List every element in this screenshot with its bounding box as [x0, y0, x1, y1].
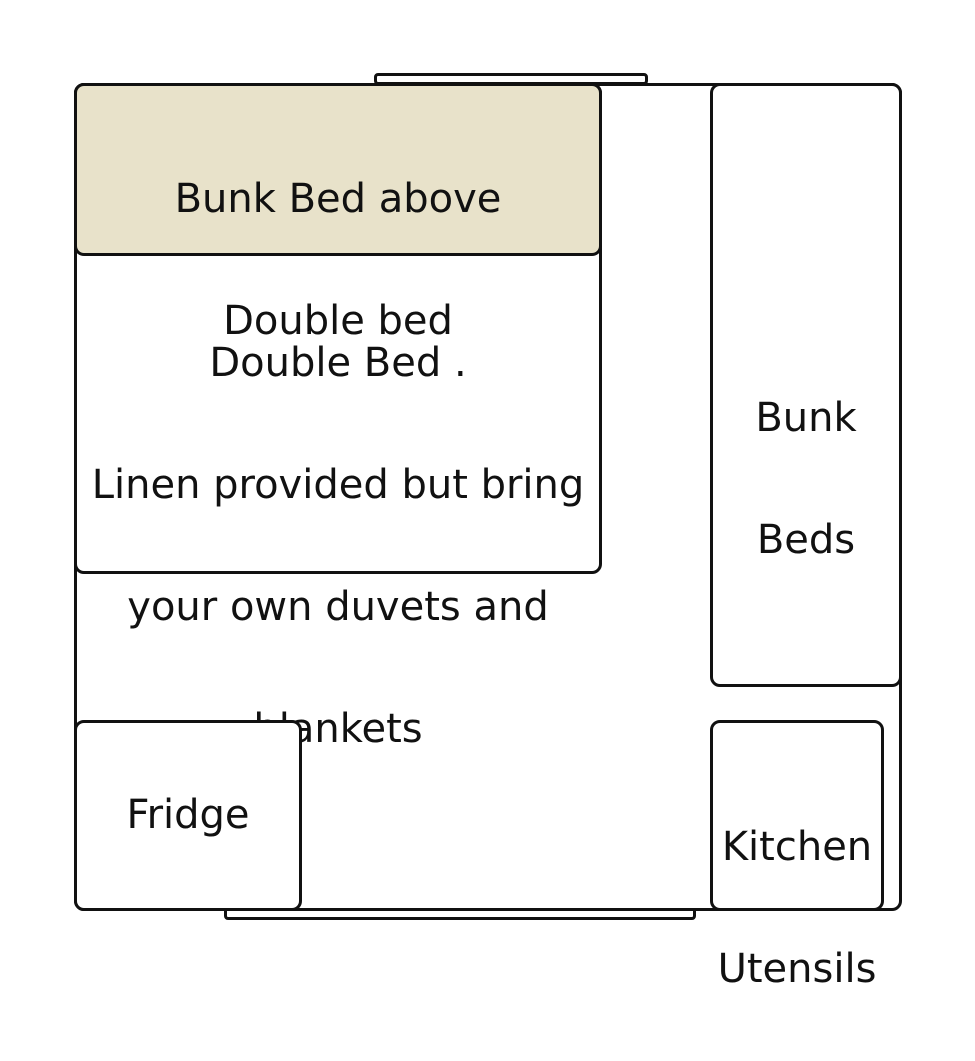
- kitchen-utensils-line-2: Utensils: [717, 946, 877, 992]
- bunk-beds-label: Bunk Beds: [713, 327, 899, 632]
- fridge-area: Fridge: [74, 720, 302, 911]
- bunk-above-double-line-1: Bunk Bed above: [174, 176, 502, 222]
- bunk-beds-line-1: Bunk: [755, 395, 857, 441]
- bunk-above-double-area: Bunk Bed above Double bed: [74, 83, 602, 344]
- kitchen-utensils-area: Kitchen Utensils: [710, 720, 884, 992]
- double-bed-line-3: your own duvets and: [127, 584, 549, 630]
- bunk-beds-line-2: Beds: [756, 517, 856, 563]
- double-bed-line-2: Linen provided but bring: [91, 462, 585, 508]
- fridge-label: Fridge: [126, 792, 250, 838]
- bunk-beds-area: Bunk Beds: [710, 83, 902, 687]
- kitchen-utensils-label: Kitchen Utensils: [705, 756, 889, 1061]
- bunk-above-double-line-2: Double bed: [223, 298, 453, 344]
- double-bed-line-1: Double Bed .: [209, 340, 467, 386]
- bunk-above-double-label: Bunk Bed above Double bed: [77, 108, 599, 413]
- kitchen-utensils-line-1: Kitchen: [721, 824, 873, 870]
